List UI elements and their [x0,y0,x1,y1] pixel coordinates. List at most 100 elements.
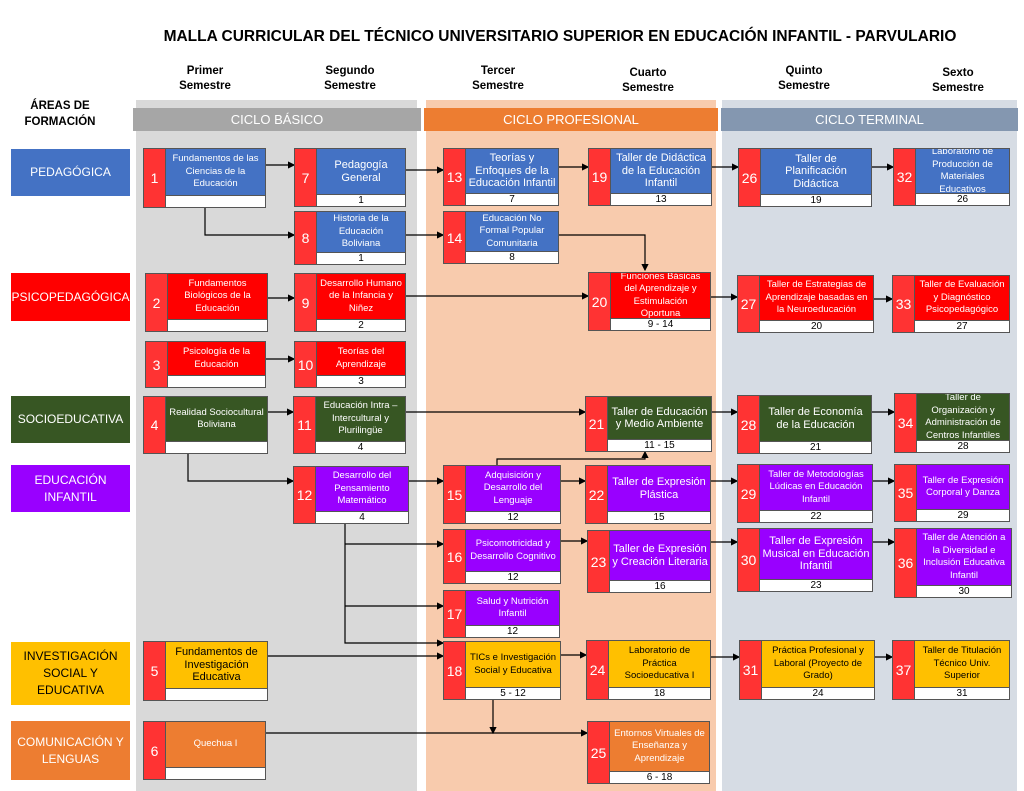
course-prerequisite: 21 [760,441,871,453]
course-number: 30 [738,529,760,591]
course-prerequisite: 16 [610,580,710,592]
course-prerequisite: 19 [761,194,871,206]
course-number: 17 [444,591,466,637]
course-number: 21 [586,397,608,451]
semester-label: Semestre [179,80,231,92]
course-number: 6 [144,722,166,779]
course-number: 33 [893,276,915,332]
page-title: MALLA CURRICULAR DEL TÉCNICO UNIVERSITAR… [163,28,957,45]
course-number: 32 [894,149,916,205]
course-prerequisite: 30 [917,585,1011,597]
course-name: Taller de Evaluación y Diagnóstico Psico… [915,276,1009,320]
course-name: Taller de Metodologías Lúdicas en Educac… [760,465,872,510]
semester-label: Semestre [324,80,376,92]
course-number: 19 [589,149,611,205]
course-name: Taller de Educación y Medio Ambiente [608,397,711,439]
course-name: Taller de Expresión Musical en Educación… [760,529,872,579]
course-name: Taller de Organización y Administración … [917,394,1009,440]
course-name: Psicología de la Educación [168,342,265,375]
course-name: Educación Intra – Intercultural y Pluril… [316,397,405,441]
course-prerequisite: 9 - 14 [611,318,710,330]
course-name: Fundamentos de Investigación Educativa [166,642,267,688]
course-number: 23 [588,531,610,592]
course-number: 36 [895,529,917,597]
course-number: 13 [444,149,466,205]
course-name: Historia de la Educación Boliviana [317,212,405,252]
course-name: Teorías y Enfoques de la Educación Infan… [466,149,558,193]
course-number: 18 [444,642,466,699]
course-name: Teorías del Aprendizaje [317,342,405,375]
course-prerequisite: 27 [915,320,1009,332]
course-number: 16 [444,530,466,583]
course-prerequisite: 3 [317,375,405,387]
course-name: Fundamentos Biológicos de la Educación [168,274,267,319]
course-prerequisite: 1 [317,252,405,264]
semester-label: Primer [186,65,224,77]
course-prerequisite: 12 [466,511,560,523]
course-number: 28 [738,396,760,453]
semester-label: Sexto [942,67,974,79]
course-number: 15 [444,466,466,523]
course-name: Pedagogía General [317,149,405,194]
course-name: Taller de Titulación Técnico Univ. Super… [915,641,1009,687]
course-number: 35 [895,465,917,521]
cycle-basic-header: CICLO BÁSICO [133,108,421,131]
area-comunicacion: COMUNICACIÓN Y LENGUAS [10,720,131,781]
course-prerequisite: 11 - 15 [608,439,711,451]
course-number: 37 [893,641,915,699]
course-number: 25 [588,722,610,783]
course-name: Taller de Expresión y Creación Literaria [610,531,710,580]
semester-label: Segundo [325,65,375,77]
course-name: Realidad Sociocultural Boliviana [166,397,267,441]
cycle-professional-header: CICLO PROFESIONAL [424,108,718,131]
course-prerequisite [166,688,267,700]
course-name: Quechua I [166,722,265,767]
course-name: Salud y Nutrición Infantil [466,591,559,625]
course-number: 31 [740,641,762,699]
course-name: Psicomotricidad y Desarrollo Cognitivo [466,530,560,571]
course-name: Taller de Didáctica de la Educación Infa… [611,149,711,193]
course-number: 4 [144,397,166,453]
course-number: 34 [895,394,917,452]
course-number: 7 [295,149,317,206]
course-name: Desarrollo Humano de la Infancia y Niñez [317,274,405,319]
course-prerequisite [166,441,267,453]
course-prerequisite [168,319,267,331]
course-prerequisite: 29 [917,509,1009,521]
course-number: 5 [144,642,166,700]
prerequisite-arrow [187,454,295,485]
course-name: Fundamentos de las Ciencias de la Educac… [166,149,265,195]
course-number: 11 [294,397,316,453]
course-prerequisite: 15 [608,511,710,523]
course-number: 24 [587,641,609,699]
